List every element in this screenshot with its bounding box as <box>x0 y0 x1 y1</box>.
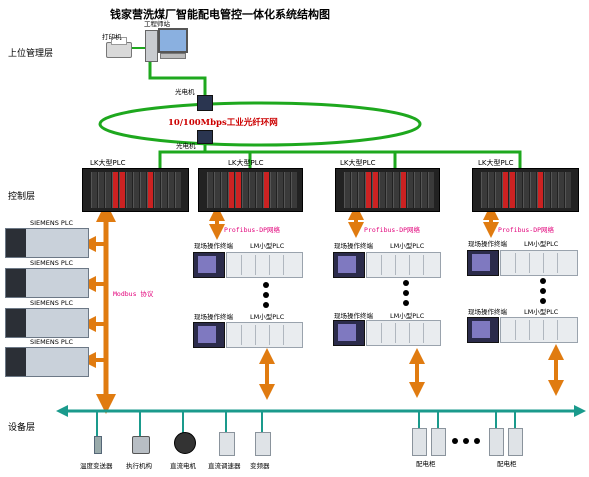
modbus-label: Modbus 协议 <box>113 290 154 298</box>
optical-bottom-label: 光电机 <box>176 142 196 150</box>
device-label: 直流调速器 <box>208 462 241 470</box>
ellipsis-dot <box>403 280 409 286</box>
layer-device-label: 设备层 <box>8 423 36 433</box>
device-label: 温度变送器 <box>80 462 113 470</box>
device-label: 变频器 <box>250 462 270 470</box>
hmi-terminal-icon <box>333 320 365 346</box>
lm-plc-unit <box>226 322 303 348</box>
siemens-plc-unit <box>5 268 89 298</box>
hmi-terminal-icon <box>467 250 499 276</box>
ellipsis-dot <box>463 438 469 444</box>
layer-upper-label: 上位管理层 <box>8 49 54 59</box>
siemens-plc-unit <box>5 347 89 377</box>
siemens-plc-label: SIEMENS PLC <box>30 338 73 346</box>
siemens-plc-label: SIEMENS PLC <box>30 219 73 227</box>
distribution-cabinet-icon <box>431 428 446 456</box>
siemens-plc-label: SIEMENS PLC <box>30 259 73 267</box>
lm-plc-label: LM小型PLC <box>390 242 425 250</box>
ellipsis-dot <box>540 288 546 294</box>
hmi-terminal-icon <box>193 252 225 278</box>
layer-control-label: 控制层 <box>8 192 36 202</box>
workstation-label: 工程师站 <box>144 20 170 28</box>
device-label: 配电柜 <box>497 460 517 468</box>
hmi-terminal-icon <box>467 317 499 343</box>
lm-plc-label: LM小型PLC <box>250 242 285 250</box>
optical-switch-icon <box>197 95 213 111</box>
hmi-terminal-icon <box>333 252 365 278</box>
keyboard-icon <box>160 53 186 59</box>
ellipsis-dot <box>540 298 546 304</box>
terminal-label: 现场操作终端 <box>334 312 373 320</box>
lk-plc-label: LK大型PLC <box>228 159 264 167</box>
profibus-label: Profibus-DP网络 <box>224 226 281 234</box>
distribution-cabinet-icon <box>508 428 523 456</box>
terminal-label: 现场操作终端 <box>194 242 233 250</box>
lk-plc-rack <box>198 168 303 212</box>
lm-plc-label: LM小型PLC <box>524 240 559 248</box>
lm-plc-unit <box>366 252 441 278</box>
ellipsis-dot <box>474 438 480 444</box>
ellipsis-dot <box>263 292 269 298</box>
dc-motor-icon <box>174 432 196 454</box>
siemens-plc-unit <box>5 228 89 258</box>
printer-label: 打印机 <box>102 33 122 41</box>
lk-plc-label: LK大型PLC <box>340 159 376 167</box>
profibus-label: Profibus-DP网络 <box>364 226 421 234</box>
lm-plc-label: LM小型PLC <box>250 313 285 321</box>
lk-plc-label: LK大型PLC <box>90 159 126 167</box>
distribution-cabinet-icon <box>412 428 427 456</box>
fiber-ring <box>98 101 422 147</box>
ellipsis-dot <box>263 302 269 308</box>
device-label: 执行机构 <box>126 462 152 470</box>
lk-plc-rack <box>335 168 440 212</box>
hmi-terminal-icon <box>193 322 225 348</box>
temperature-transmitter-icon <box>94 436 102 454</box>
uplink-line <box>148 60 207 95</box>
ring-label: 10/100Mbps工业光纤环网 <box>168 118 278 128</box>
siemens-plc-unit <box>5 308 89 338</box>
optical-top-label: 光电机 <box>175 88 195 96</box>
ellipsis-dot <box>403 300 409 306</box>
terminal-label: 现场操作终端 <box>334 242 373 250</box>
optical-switch-icon <box>197 130 213 144</box>
lk-plc-rack <box>82 168 189 212</box>
lm-plc-unit <box>500 250 578 276</box>
lm-plc-unit <box>500 317 578 343</box>
lm-plc-unit <box>226 252 303 278</box>
terminal-label: 现场操作终端 <box>194 313 233 321</box>
device-label: 直流电机 <box>170 462 196 470</box>
actuator-icon <box>132 436 150 454</box>
ellipsis-dot <box>452 438 458 444</box>
vfd-icon <box>255 432 271 456</box>
siemens-plc-label: SIEMENS PLC <box>30 299 73 307</box>
dc-speed-controller-icon <box>219 432 235 456</box>
ellipsis-dot <box>263 282 269 288</box>
distribution-cabinet-icon <box>489 428 504 456</box>
lm-plc-label: LM小型PLC <box>390 312 425 320</box>
diagram-title: 钱家营洗煤厂智能配电管控一体化系统结构图 <box>110 8 330 21</box>
profibus-label: Profibus-DP网络 <box>498 226 555 234</box>
lk-plc-label: LK大型PLC <box>478 159 514 167</box>
terminal-label: 现场操作终端 <box>468 308 507 316</box>
workstation-tower-icon <box>145 30 158 62</box>
terminal-label: 现场操作终端 <box>468 240 507 248</box>
ellipsis-dot <box>540 278 546 284</box>
printer-icon <box>106 37 132 58</box>
ellipsis-dot <box>403 290 409 296</box>
device-label: 配电柜 <box>416 460 436 468</box>
lm-plc-label: LM小型PLC <box>524 308 559 316</box>
lm-plc-unit <box>366 320 441 346</box>
lk-plc-rack <box>472 168 579 212</box>
workstation-monitor-icon <box>158 28 188 53</box>
